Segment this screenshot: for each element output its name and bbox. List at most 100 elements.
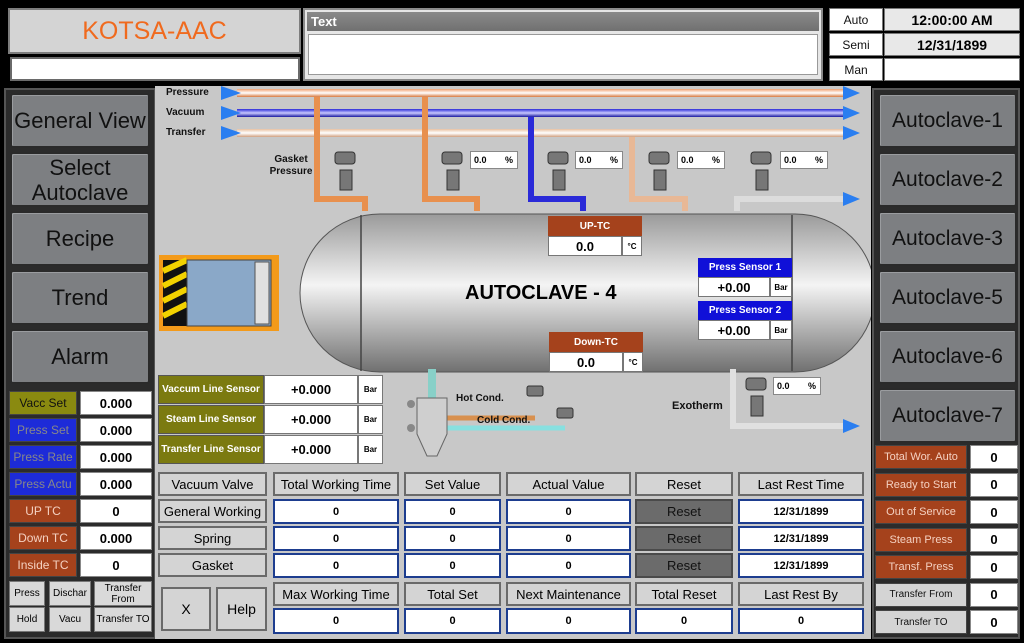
column-header-3: Reset bbox=[635, 472, 733, 496]
valve-1-output: 0.0% bbox=[470, 151, 518, 169]
time-display: 12:00:00 AM bbox=[884, 8, 1020, 31]
vacuum-line-sensor-unit: Bar bbox=[358, 375, 383, 404]
status-value-6: 0 bbox=[970, 610, 1018, 634]
table-cell-2-twt: 0 bbox=[273, 553, 399, 578]
vacuum-line-sensor-label: Vaccum Line Sensor bbox=[158, 375, 264, 404]
autoclave-button-4[interactable]: Autoclave-6 bbox=[878, 329, 1017, 384]
table-cell-1-twt: 0 bbox=[273, 526, 399, 551]
command-button-1[interactable]: Dischar bbox=[49, 581, 91, 606]
command-button-4[interactable]: Vacu bbox=[49, 607, 91, 632]
mode-semi-button[interactable]: Semi bbox=[829, 33, 883, 56]
valve-3-output: 0.0% bbox=[677, 151, 725, 169]
valve-2-output: 0.0% bbox=[575, 151, 623, 169]
table-cell-2-actual: 0 bbox=[506, 553, 631, 578]
nav-button-3[interactable]: Trend bbox=[10, 270, 150, 325]
steam-line-sensor-unit: Bar bbox=[358, 405, 383, 434]
nav-button-1[interactable]: Select Autoclave bbox=[10, 152, 150, 207]
reset-button-0[interactable]: Reset bbox=[635, 499, 733, 524]
transfer-line-sensor-value: +0.000 bbox=[264, 435, 358, 464]
param-value-2: 0.000 bbox=[80, 445, 152, 469]
valve-3-value: 0.0 bbox=[681, 155, 694, 165]
column-header-4: Last Rest Time bbox=[738, 472, 864, 496]
autoclave-button-0[interactable]: Autoclave-1 bbox=[878, 93, 1017, 148]
help-button[interactable]: Help bbox=[216, 587, 267, 631]
table-cell-0-twt: 0 bbox=[273, 499, 399, 524]
close-button[interactable]: X bbox=[161, 587, 211, 631]
text-panel-area[interactable] bbox=[308, 34, 818, 75]
param-label-5: Down TC bbox=[9, 526, 77, 550]
row-label-1: General Working bbox=[158, 499, 267, 523]
summary-header-3: Total Reset bbox=[635, 582, 733, 606]
param-label-6: Inside TC bbox=[9, 553, 77, 577]
press-sensor-2-label: Press Sensor 2 bbox=[698, 301, 792, 320]
exotherm-label: Exotherm bbox=[672, 400, 723, 412]
exotherm-output: 0.0% bbox=[773, 377, 821, 395]
summary-header-1: Total Set bbox=[404, 582, 501, 606]
status-label-0: Total Wor. Auto bbox=[875, 445, 967, 469]
status-label-3: Steam Press bbox=[875, 527, 967, 552]
param-value-0: 0.000 bbox=[80, 391, 152, 415]
param-label-2: Press Rate bbox=[9, 445, 77, 469]
mode-auto-button[interactable]: Auto bbox=[829, 8, 883, 31]
down-tc-label: Down-TC bbox=[549, 332, 643, 352]
transfer-line-label: Transfer bbox=[166, 127, 206, 138]
column-header-0: Total Working Time bbox=[273, 472, 399, 496]
vacuum-line bbox=[237, 109, 847, 117]
autoclave-button-3[interactable]: Autoclave-5 bbox=[878, 270, 1017, 325]
command-button-3[interactable]: Hold bbox=[9, 607, 45, 632]
hot-cond-label: Hot Cond. bbox=[456, 393, 504, 404]
row-label-3: Gasket bbox=[158, 553, 267, 577]
table-cell-2-last: 12/31/1899 bbox=[738, 553, 864, 578]
pressure-line-label: Pressure bbox=[166, 87, 209, 98]
param-label-1: Press Set bbox=[9, 418, 77, 442]
summary-value-4: 0 bbox=[738, 608, 864, 634]
date-display: 12/31/1899 bbox=[884, 33, 1020, 56]
valve-2-value: 0.0 bbox=[579, 155, 592, 165]
mode-man-button[interactable]: Man bbox=[829, 58, 883, 81]
valve-4-value: 0.0 bbox=[784, 155, 797, 165]
percent-sign: % bbox=[711, 155, 720, 165]
command-button-5[interactable]: Transfer TO bbox=[94, 607, 152, 632]
param-value-5: 0.000 bbox=[80, 526, 152, 550]
autoclave-button-5[interactable]: Autoclave-7 bbox=[878, 388, 1017, 443]
transfer-line-sensor-unit: Bar bbox=[358, 435, 383, 464]
nav-button-2[interactable]: Recipe bbox=[10, 211, 150, 266]
transfer-line-sensor-label: Transfer Line Sensor bbox=[158, 435, 264, 464]
press-sensor-1-unit: Bar bbox=[770, 277, 792, 297]
percent-sign: % bbox=[504, 155, 513, 165]
summary-value-3: 0 bbox=[635, 608, 733, 634]
column-header-1: Set Value bbox=[404, 472, 501, 496]
reset-button-2[interactable]: Reset bbox=[635, 553, 733, 578]
nav-button-4[interactable]: Alarm bbox=[10, 329, 150, 384]
title-sub-field bbox=[10, 57, 300, 81]
valve-1-value: 0.0 bbox=[474, 155, 487, 165]
pressure-line bbox=[237, 89, 847, 97]
percent-sign: % bbox=[609, 155, 618, 165]
summary-header-4: Last Rest By bbox=[738, 582, 864, 606]
steam-line-sensor-value: +0.000 bbox=[264, 405, 358, 434]
summary-value-0: 0 bbox=[273, 608, 399, 634]
status-label-2: Out of Service bbox=[875, 500, 967, 524]
status-value-3: 0 bbox=[970, 527, 1018, 552]
vacuum-line-label: Vacuum bbox=[166, 107, 205, 118]
autoclave-button-1[interactable]: Autoclave-2 bbox=[878, 152, 1017, 207]
transfer-line bbox=[237, 129, 847, 137]
text-panel: Text bbox=[303, 8, 823, 81]
summary-value-2: 0 bbox=[506, 608, 631, 634]
table-cell-0-actual: 0 bbox=[506, 499, 631, 524]
command-button-0[interactable]: Press bbox=[9, 581, 45, 606]
down-tc-unit: °C bbox=[623, 352, 643, 372]
reset-button-1[interactable]: Reset bbox=[635, 526, 733, 551]
nav-button-0[interactable]: General View bbox=[10, 93, 150, 148]
percent-sign: % bbox=[807, 381, 816, 391]
status-value-5: 0 bbox=[970, 582, 1018, 607]
exotherm-value: 0.0 bbox=[777, 381, 790, 391]
summary-header-0: Max Working Time bbox=[273, 582, 399, 606]
summary-header-2: Next Maintenance bbox=[506, 582, 631, 606]
percent-sign: % bbox=[814, 155, 823, 165]
up-tc-label: UP-TC bbox=[548, 216, 642, 236]
autoclave-button-2[interactable]: Autoclave-3 bbox=[878, 211, 1017, 266]
cold-cond-label: Cold Cond. bbox=[477, 415, 531, 426]
command-button-2[interactable]: Transfer From bbox=[94, 581, 152, 606]
autoclave-name: AUTOCLAVE - 4 bbox=[465, 282, 617, 304]
